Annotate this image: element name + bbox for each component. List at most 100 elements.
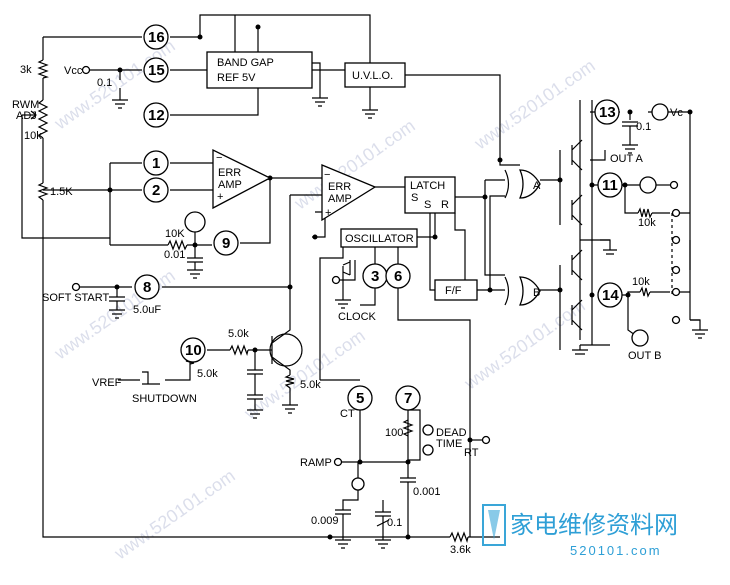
uvlo-label: U.V.L.O. bbox=[352, 70, 393, 82]
ff-block: F/F bbox=[434, 279, 478, 301]
resistor-3k bbox=[37, 59, 50, 79]
r-3k-label: 3k bbox=[20, 64, 32, 76]
latch-s2: S bbox=[424, 199, 431, 211]
out-a-label: OUT A bbox=[610, 153, 643, 165]
resistor-10k-fb bbox=[167, 239, 188, 251]
cap-0001-label: 0.001 bbox=[413, 486, 441, 498]
transistor-shutdown bbox=[269, 333, 303, 367]
transistor-clock bbox=[342, 260, 351, 276]
pin-11: 11 bbox=[597, 172, 623, 198]
err-amp-1: − ERR AMP + bbox=[212, 148, 272, 210]
ramp-terminal bbox=[333, 457, 343, 467]
vref-label: VREF bbox=[92, 377, 122, 389]
dead-label: DEAD bbox=[436, 427, 467, 439]
watermark-text: www.520101.com bbox=[470, 55, 599, 153]
err-amp-1-label-2: AMP bbox=[218, 179, 242, 191]
vc-label: Vc bbox=[670, 107, 683, 119]
cap-01-label: 0.1 bbox=[97, 77, 112, 89]
cap-01-c-label: 0.1 bbox=[636, 121, 651, 133]
pin-7: 7 bbox=[395, 385, 421, 411]
resistor-5k-emitter bbox=[284, 374, 295, 389]
r-10k-fb-label: 10K bbox=[165, 228, 185, 240]
latch-s1: S bbox=[411, 192, 418, 204]
r-5k-base-label: 5.0k bbox=[228, 328, 249, 340]
rt-terminal bbox=[481, 435, 491, 445]
resistor-10k-r2 bbox=[639, 286, 651, 298]
pin-5-num: 5 bbox=[356, 390, 364, 407]
labels: Vcc 3k 0.1 RWM ADJ 10k 1.5K 10K 0.01 SOF… bbox=[12, 64, 683, 556]
err-amp-1-plus: + bbox=[217, 191, 223, 203]
resistor-5k-base bbox=[229, 344, 249, 357]
r-100-label: 100 bbox=[385, 427, 403, 439]
pin-14: 14 bbox=[597, 282, 623, 308]
r-10k-r2-label: 10k bbox=[632, 276, 650, 288]
resistor-100 bbox=[402, 419, 414, 437]
pin-12-num: 12 bbox=[148, 107, 165, 124]
latch-block: LATCH S S R bbox=[404, 176, 456, 214]
time-label: TIME bbox=[436, 438, 462, 450]
vc-terminal bbox=[651, 103, 669, 121]
adj-label: ADJ bbox=[16, 110, 37, 122]
pin-13: 13 bbox=[594, 99, 620, 125]
soft-start-label: SOFT START bbox=[42, 292, 110, 304]
ff-label: F/F bbox=[445, 285, 462, 297]
resistor-10k-pot bbox=[37, 99, 49, 139]
gate-b-label: B bbox=[533, 287, 540, 299]
pin-10: 10 bbox=[180, 337, 206, 363]
vcc-terminal bbox=[81, 65, 91, 75]
pin-9: 9 bbox=[213, 230, 239, 256]
err-amp-2-plus: + bbox=[325, 207, 331, 219]
pin-2: 2 bbox=[143, 177, 169, 203]
bandgap-label-1: BAND GAP bbox=[217, 57, 274, 69]
vcc-label: Vcc bbox=[64, 65, 83, 77]
gate-b: B bbox=[504, 276, 541, 306]
pin-16-num: 16 bbox=[148, 29, 165, 46]
clock-label: CLOCK bbox=[338, 311, 377, 323]
pin-3-num: 3 bbox=[371, 268, 379, 285]
watermark-layer: www.520101.com www.520101.com www.520101… bbox=[50, 35, 599, 563]
r-3.6k-label: 3.6k bbox=[450, 544, 471, 556]
site-logo: 家电维修资料网 520101.com bbox=[482, 504, 678, 558]
rwm-label: RWM bbox=[12, 99, 39, 111]
r-5k-pin10-label: 5.0k bbox=[197, 368, 218, 380]
pin-14-num: 14 bbox=[602, 287, 619, 304]
pin-12: 12 bbox=[143, 102, 169, 128]
logo-url: 520101.com bbox=[570, 543, 662, 558]
shutdown-label: SHUTDOWN bbox=[132, 393, 197, 405]
uvlo-block: U.V.L.O. bbox=[344, 62, 406, 88]
pin-5: 5 bbox=[347, 385, 373, 411]
logo-text: 家电维修资料网 bbox=[510, 511, 678, 539]
err-amp-2-label-2: AMP bbox=[328, 193, 352, 205]
err-amp-1-minus: − bbox=[216, 152, 222, 164]
junctions bbox=[107, 24, 693, 540]
watermark-text: www.520101.com bbox=[110, 465, 239, 563]
pin-8-num: 8 bbox=[143, 279, 151, 296]
pin-10-num: 10 bbox=[185, 342, 202, 359]
terminals bbox=[71, 65, 681, 491]
r-1.5k-label: 1.5K bbox=[50, 186, 73, 198]
pin-6-num: 6 bbox=[394, 268, 402, 285]
err-amp-1-label-1: ERR bbox=[218, 167, 241, 179]
soft-start-terminal bbox=[71, 282, 81, 292]
out-a-terminal bbox=[639, 176, 657, 194]
cap-001-label: 0.01 bbox=[164, 249, 185, 261]
pin-3: 3 bbox=[362, 263, 388, 289]
pin-11-num: 11 bbox=[602, 177, 618, 194]
r-10k-left-label: 10k bbox=[24, 130, 42, 142]
pin-13-num: 13 bbox=[599, 104, 616, 121]
err-amp-2: − ERR AMP + bbox=[321, 164, 377, 222]
clock-terminal bbox=[331, 275, 341, 285]
bandgap-block: BAND GAP REF 5V bbox=[206, 51, 313, 89]
gate-a-label: A bbox=[533, 180, 541, 192]
bandgap-label-2: REF 5V bbox=[217, 72, 256, 84]
r-10k-r1-label: 10k bbox=[638, 217, 656, 229]
oscillator-label: OSCILLATOR bbox=[345, 233, 414, 245]
pin-16: 16 bbox=[143, 24, 169, 50]
ramp-label: RAMP bbox=[300, 457, 332, 469]
r-5k-emitter-label: 5.0k bbox=[300, 379, 321, 391]
rt-label: RT bbox=[464, 447, 479, 459]
resistor-10k-r1 bbox=[637, 207, 653, 219]
gate-a: A bbox=[504, 169, 541, 199]
